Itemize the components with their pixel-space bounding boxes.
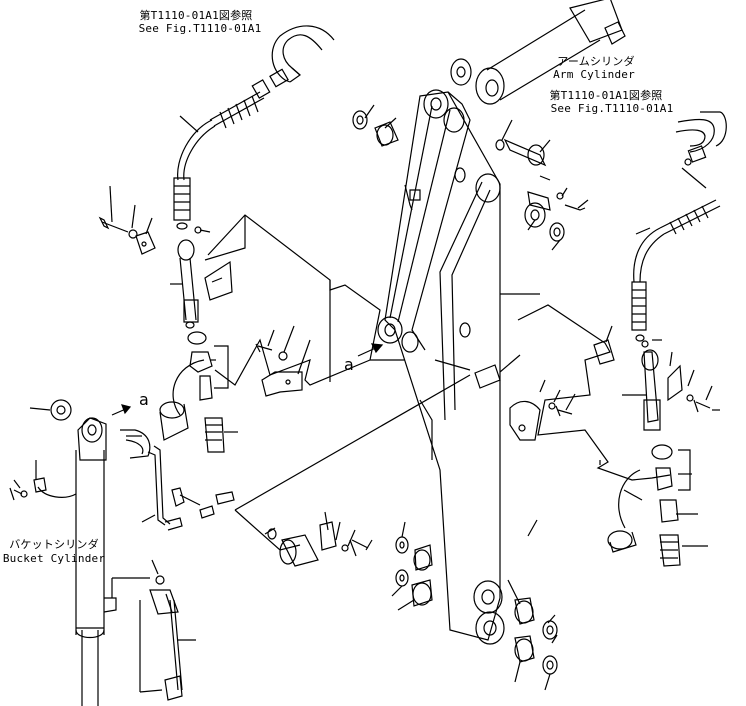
pipe-route-zigzag-right — [518, 305, 670, 480]
left-hose-assembly — [174, 26, 334, 229]
arm-cylinder — [476, 0, 625, 104]
arm — [378, 90, 504, 644]
reference-label-right-jp: 第T1110-01A1図参照 — [549, 89, 663, 102]
lower-left-pipe — [150, 560, 182, 700]
reference-marker-a-left: a — [139, 390, 149, 409]
arm-cylinder-label-jp: アームシリンダ — [557, 55, 635, 68]
mid-left-bolts — [256, 344, 302, 396]
left-clamp-bolts — [100, 218, 201, 254]
bucket-cylinder-label-en: Bucket Cylinder — [2, 552, 106, 565]
left-upper-pipe — [178, 240, 232, 328]
left-swivel-fitting — [160, 332, 228, 440]
right-bracket-bolts — [475, 365, 572, 440]
reference-marker-a-center: a — [344, 355, 354, 374]
middle-pin-assembly — [265, 522, 368, 566]
reference-label-right-en: See Fig.T1110-01A1 — [550, 102, 674, 115]
arm-cylinder-label-en: Arm Cylinder — [553, 68, 635, 81]
bucket-cylinder-label-jp: バケットシリンダ — [9, 538, 99, 551]
left-coupling — [205, 418, 238, 452]
right-lower-pipe — [594, 340, 710, 566]
pipe-route-zigzag-left — [208, 215, 380, 385]
bucket-cylinder-clamp — [10, 430, 150, 500]
right-hose-assembly — [632, 112, 726, 341]
lower-arm-bushings — [396, 537, 557, 674]
bucket-cylinder — [76, 418, 116, 706]
reference-label-top-left-en: See Fig.T1110-01A1 — [138, 22, 262, 35]
bucket-cylinder-pipes — [142, 446, 234, 530]
arm-cylinder-washer — [451, 59, 471, 85]
reference-label-top-left-jp: 第T1110-01A1図参照 — [139, 9, 253, 22]
